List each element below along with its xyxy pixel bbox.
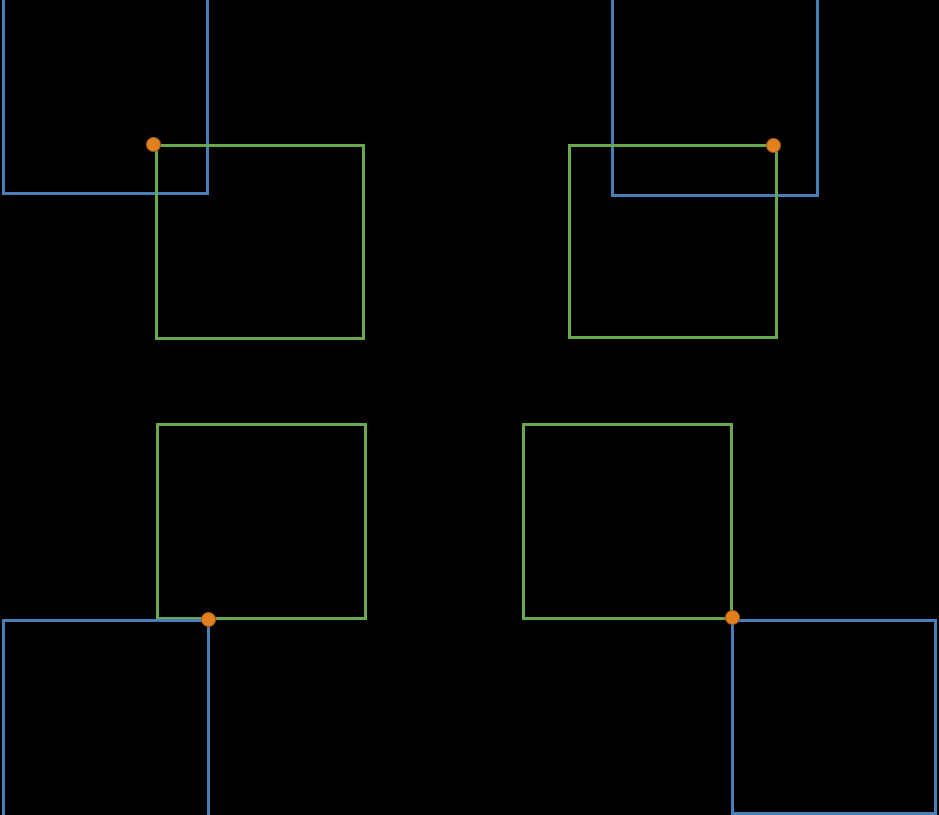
rect-b-bottom-left <box>156 423 367 620</box>
contact-point-top-right <box>766 138 781 153</box>
contact-point-bottom-right <box>725 610 740 625</box>
rect-a-top-right <box>611 0 819 197</box>
rect-b-bottom-right <box>522 423 733 620</box>
panel-top-left <box>0 0 470 408</box>
rect-a-top-left <box>2 0 209 195</box>
panel-bottom-right <box>470 408 939 815</box>
rect-b-top-right <box>568 144 778 339</box>
rect-a-bottom-left <box>2 619 210 815</box>
rect-a-bottom-right <box>731 619 937 815</box>
rect-b-top-left <box>155 144 365 340</box>
panel-top-right <box>470 0 939 408</box>
contact-point-top-left <box>146 137 161 152</box>
panel-bottom-left <box>0 408 470 815</box>
contact-point-bottom-left <box>201 612 216 627</box>
